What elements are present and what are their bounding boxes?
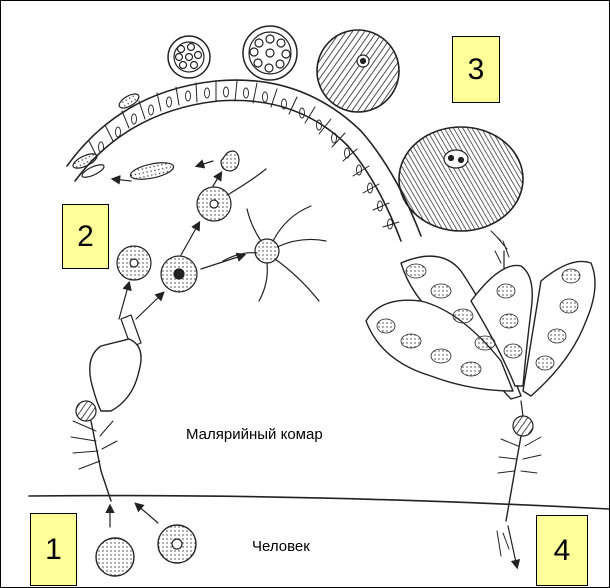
stage-badge-2: 2 <box>62 204 109 269</box>
mosquito-gut-left <box>71 315 141 501</box>
stage-badge-4: 4 <box>536 515 588 586</box>
human-label: Человек <box>252 538 310 555</box>
skin-boundary-line <box>29 496 609 509</box>
gamete-stages <box>113 151 326 319</box>
mosquito-label: Малярийный комар <box>186 426 323 443</box>
blood-gametocytes <box>96 504 196 576</box>
stage-badge-3: 3 <box>452 36 500 103</box>
stage-badge-1: 1 <box>30 513 77 586</box>
